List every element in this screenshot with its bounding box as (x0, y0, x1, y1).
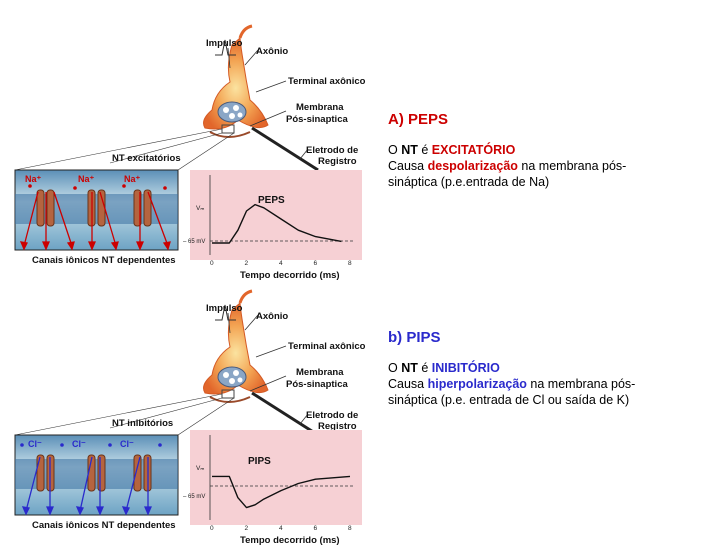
description-line-2: Causa despolarização na membrana pós- (388, 158, 718, 174)
x-tick-label: 4 (279, 260, 283, 267)
x-tick-label: 2 (245, 525, 249, 532)
label-membrane: Membrana (296, 367, 344, 378)
label-record: Registro (318, 156, 357, 167)
ipsp-curve (212, 475, 351, 509)
epsp-curve (212, 203, 342, 244)
recording-electrode (251, 126, 319, 172)
description-line-3: sináptica (p.e.entrada de Na) (388, 175, 550, 189)
text-fragment: é (417, 143, 432, 157)
text-fragment: O (388, 361, 402, 375)
y-reference-label: – 65 mV (183, 494, 205, 500)
x-axis-label: Tempo decorrido (ms) (240, 535, 340, 545)
axon-terminal-illustration (203, 24, 269, 138)
label-nt: NT excitatórios (112, 153, 181, 164)
x-tick-label: 4 (279, 525, 283, 532)
y-axis-label: Vₘ (196, 465, 204, 472)
label-axon: Axônio (256, 46, 288, 57)
epsp-description: A) PEPS O NT é EXCITATÓRIO Causa despola… (388, 112, 718, 190)
x-axis-label: Tempo decorrido (ms) (240, 270, 340, 280)
label-impulse: Impulso (206, 303, 243, 314)
label-electrode: Eletrodo de (306, 410, 358, 421)
label-channels: Canais iônicos NT dependentes (32, 520, 176, 531)
text-kind: EXCITATÓRIO (431, 143, 516, 157)
epsp-graph: 0 2 4 6 8 (190, 170, 362, 267)
label-axon: Axônio (256, 311, 288, 322)
x-tick-label: 6 (314, 260, 318, 267)
ion-label-1: Na⁺ (25, 174, 42, 184)
epsp-heading: A) PEPS (388, 111, 449, 128)
ion-label-2: Cl⁻ (72, 439, 86, 449)
label-electrode: Eletrodo de (306, 145, 358, 156)
label-postsynaptic: Pós-sinaptica (286, 379, 348, 390)
ion-label-1: Cl⁻ (28, 439, 42, 449)
panel-epsp: Impulso Axônio Terminal axônico Membrana… (0, 20, 370, 280)
x-tick-label: 0 (210, 525, 214, 532)
text-fragment: é (417, 361, 432, 375)
label-record: Registro (318, 421, 357, 432)
graph-title: PIPS (248, 456, 271, 467)
text-fragment: Causa (388, 377, 428, 391)
description-line-2: Causa hiperpolarização na membrana pós- (388, 376, 718, 392)
text-effect: hiperpolarização (427, 377, 527, 391)
ion-label-2: Na⁺ (78, 174, 95, 184)
label-postsynaptic: Pós-sinaptica (286, 114, 348, 125)
text-effect: despolarização (427, 159, 518, 173)
text-fragment: na membrana pós- (517, 159, 627, 173)
y-axis-label: Vₘ (196, 205, 204, 212)
label-terminal: Terminal axônico (288, 76, 366, 87)
ipsp-description: b) PIPS O NT é INIBITÓRIO Causa hiperpol… (388, 330, 718, 408)
label-channels: Canais iônicos NT dependentes (32, 255, 176, 266)
text-nt: NT (401, 143, 418, 157)
ipsp-heading: b) PIPS (388, 329, 441, 346)
description-line-1: O NT é INIBITÓRIO (388, 360, 718, 376)
x-tick-label: 6 (314, 525, 318, 532)
text-fragment: na membrana pós- (526, 377, 636, 391)
membrane-channels-illustration (14, 434, 179, 516)
description-line-3: sináptica (p.e. entrada de Cl ou saída d… (388, 393, 630, 407)
graph-title: PEPS (258, 195, 285, 206)
x-tick-label: 0 (210, 260, 214, 267)
impulse-spike-icon (215, 39, 236, 56)
ipsp-graph: 0 2 4 6 8 (190, 430, 362, 532)
ion-label-3: Cl⁻ (120, 439, 134, 449)
text-kind: INIBITÓRIO (431, 361, 500, 375)
label-terminal: Terminal axônico (288, 341, 366, 352)
text-nt: NT (401, 361, 418, 375)
text-fragment: Causa (388, 159, 428, 173)
x-tick-label: 2 (245, 260, 249, 267)
panel-ipsp: Impulso Axônio Terminal axônico Membrana… (0, 285, 370, 545)
label-membrane: Membrana (296, 102, 344, 113)
text-fragment: O (388, 143, 402, 157)
label-impulse: Impulso (206, 38, 243, 49)
x-tick-label: 8 (348, 525, 352, 532)
recording-electrode (251, 391, 319, 437)
membrane-channels-illustration (14, 169, 179, 251)
impulse-spike-icon (215, 304, 236, 321)
label-nt: NT inibitórios (112, 418, 173, 429)
x-tick-label: 8 (348, 260, 352, 267)
potential-series-line (212, 475, 351, 509)
y-reference-label: – 65 mV (183, 239, 205, 245)
potential-series-line (212, 203, 342, 244)
ion-label-3: Na⁺ (124, 174, 141, 184)
description-line-1: O NT é EXCITATÓRIO (388, 142, 718, 158)
axon-terminal-illustration (203, 289, 269, 403)
